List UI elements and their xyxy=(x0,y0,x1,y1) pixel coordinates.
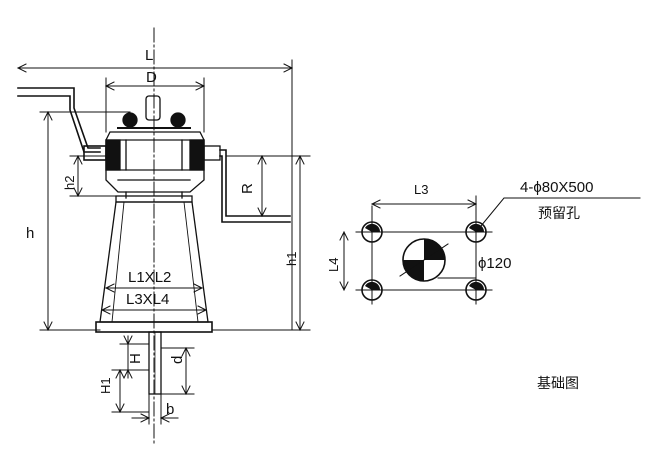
dimension-R xyxy=(225,154,311,218)
dimension-L xyxy=(16,59,294,331)
gear-housing xyxy=(105,131,221,199)
label-hole-spec: 4-ϕ80X500 xyxy=(520,179,593,196)
dimension-L3xL4 xyxy=(100,305,208,315)
label-L1xL2: L1XL2 xyxy=(128,269,171,286)
top-assembly xyxy=(117,95,191,129)
right-crank-handle xyxy=(219,149,291,223)
machine-elevation: L D h h2 xyxy=(16,27,311,446)
caption-foundation-plan: 基础图 xyxy=(537,375,579,392)
dimension-b xyxy=(131,393,179,425)
dimension-h1 xyxy=(211,154,311,332)
anchor-shaft xyxy=(148,331,162,395)
label-reserved-holes: 预留孔 xyxy=(538,206,580,222)
hole-bottom-left xyxy=(361,279,383,301)
hole-top-right xyxy=(465,221,487,243)
label-R: R xyxy=(239,183,256,194)
label-d: d xyxy=(169,356,186,364)
dimension-D xyxy=(104,77,206,133)
label-L3xL4: L3XL4 xyxy=(126,291,169,308)
ball-right xyxy=(170,112,186,128)
label-h2: h2 xyxy=(62,176,77,190)
hole-top-left xyxy=(361,221,383,243)
label-L: L xyxy=(145,47,153,64)
label-b: b xyxy=(166,401,174,418)
hole-bottom-right xyxy=(465,279,487,301)
label-L3: L3 xyxy=(414,182,428,197)
dimension-h xyxy=(39,110,131,332)
label-center-hole: ϕ120 xyxy=(478,255,511,272)
label-D: D xyxy=(146,69,157,86)
dimension-L4 xyxy=(339,230,349,292)
label-H: H xyxy=(127,353,144,364)
dimension-L3 xyxy=(370,199,478,209)
label-h1: h1 xyxy=(284,252,299,266)
label-h: h xyxy=(26,225,34,242)
reserved-holes xyxy=(361,221,487,301)
left-crank-handle xyxy=(17,87,107,161)
center-hole xyxy=(399,238,477,282)
label-L4: L4 xyxy=(326,258,341,272)
label-H1: H1 xyxy=(98,377,113,394)
foundation-plan: L3 L4 4-ϕ80X500 预留孔 ϕ120 基础图 xyxy=(326,179,641,392)
dimension-L1xL2 xyxy=(104,283,204,293)
dimension-h2 xyxy=(69,154,117,198)
dimension-H1 xyxy=(111,368,150,414)
ball-left xyxy=(122,112,138,128)
dimension-d xyxy=(160,346,195,396)
hole-spec-leader xyxy=(475,197,641,233)
